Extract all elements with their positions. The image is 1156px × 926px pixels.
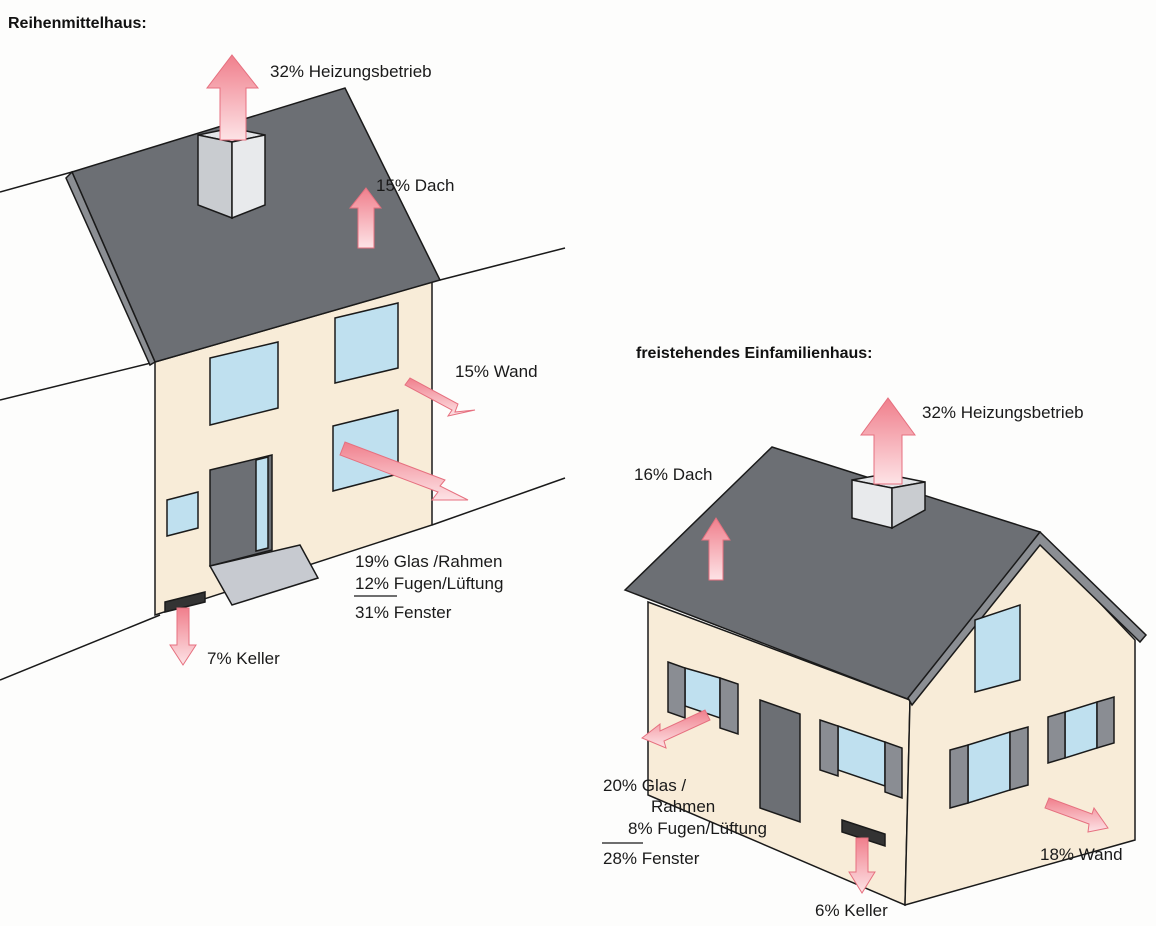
terraced-joints-label: 12% Fugen/Lüftung xyxy=(355,574,503,593)
window xyxy=(166,491,199,537)
detached-title: freistehendes Einfamilienhaus: xyxy=(636,345,873,362)
detached-heating-label: 32% Heizungsbetrieb xyxy=(922,403,1084,422)
arrow-right-icon xyxy=(404,377,476,417)
arrow-up-icon xyxy=(348,187,382,249)
chimney xyxy=(197,127,266,220)
basement-vent xyxy=(164,591,206,613)
terraced-windows-label: 31% Fenster xyxy=(355,603,452,622)
window xyxy=(334,302,399,384)
terraced-wall-label: 15% Wand xyxy=(455,362,538,381)
window xyxy=(209,341,279,426)
arrow-right-icon xyxy=(339,441,469,501)
door-glass xyxy=(255,456,269,552)
terraced-roof-label: 15% Dach xyxy=(376,176,454,195)
terraced-arrows xyxy=(169,54,476,666)
basement-vent xyxy=(841,818,886,848)
roof-edge xyxy=(907,530,1148,707)
arrow-up-icon xyxy=(205,54,260,141)
terraced-heating-label: 32% Heizungsbetrieb xyxy=(270,62,432,81)
detached-glass-label-2: Rahmen xyxy=(651,797,715,816)
window xyxy=(974,603,1021,693)
windows xyxy=(684,603,1098,805)
roof-edge xyxy=(65,170,156,367)
terraced-title: Reihenmittelhaus: xyxy=(8,15,147,32)
detached-basement-label: 6% Keller xyxy=(815,901,888,920)
arrow-down-icon xyxy=(169,607,197,666)
arrow-down-icon xyxy=(848,837,876,894)
door xyxy=(759,698,801,824)
arrow-right-icon xyxy=(1044,797,1109,833)
detached-wall-label: 18% Wand xyxy=(1040,845,1123,864)
detached-joints-label: 8% Fugen/Lüftung xyxy=(628,819,767,838)
detached-windows-label: 28% Fenster xyxy=(603,849,700,868)
terraced-basement-label: 7% Keller xyxy=(207,649,280,668)
shutters xyxy=(667,660,1115,809)
arrow-left-icon xyxy=(641,709,711,749)
arrow-up-icon xyxy=(860,397,916,485)
window xyxy=(1064,700,1098,760)
detached-glass-label-1: 20% Glas / xyxy=(603,776,686,795)
window xyxy=(967,730,1011,805)
terraced-glass-label: 19% Glas /Rahmen xyxy=(355,552,502,571)
detached-roof-label: 16% Dach xyxy=(634,465,712,484)
arrow-up-icon xyxy=(701,517,731,581)
detached-arrows xyxy=(641,397,1109,894)
street-lines xyxy=(0,171,566,681)
steps xyxy=(208,544,320,606)
detached-house xyxy=(623,446,1148,907)
